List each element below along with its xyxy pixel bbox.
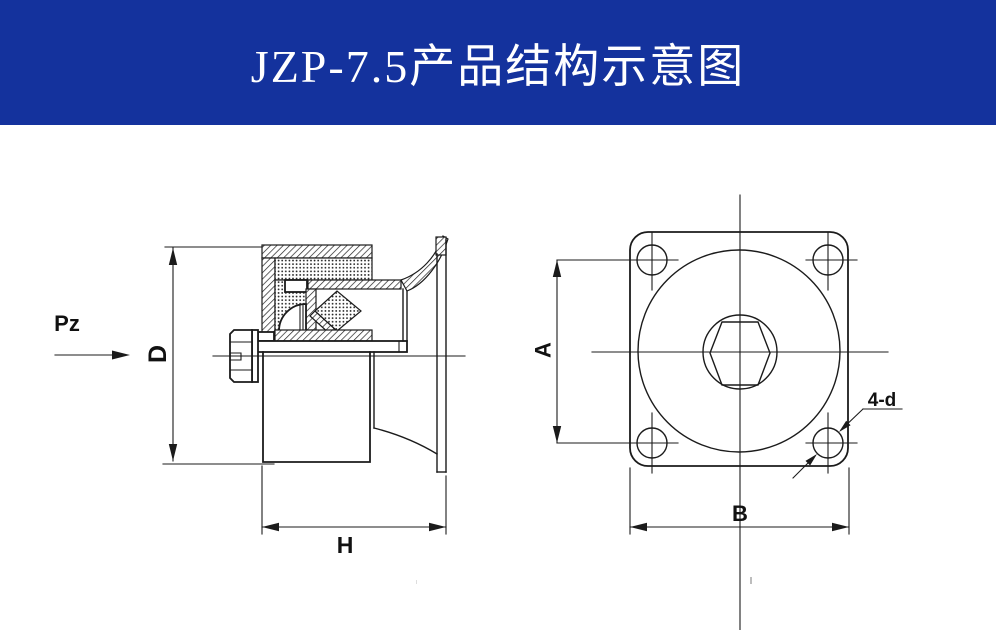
scan-artifact [416, 580, 417, 584]
bell-top-wall [400, 235, 449, 292]
d-label: D [144, 345, 172, 363]
housing-left-wall [261, 257, 276, 334]
title-banner: JZP-7.5产品结构示意图 [0, 0, 996, 125]
bell-horn [373, 235, 449, 473]
front-view: A B 4-d [531, 194, 903, 630]
hole-callout: 4-d [792, 390, 903, 479]
cup-body [262, 351, 371, 463]
structure-diagram-svg: Pz [54, 194, 903, 630]
rubber-diamond [314, 290, 362, 332]
rubber-block-upper [274, 257, 373, 281]
pz-label: Pz [54, 311, 80, 336]
dimension-B: B [629, 467, 850, 535]
page-title: JZP-7.5产品结构示意图 [250, 40, 746, 92]
technical-drawing: Pz [0, 125, 996, 630]
housing-top-wall [261, 244, 373, 259]
b-label: B [732, 501, 748, 526]
dimension-A: A [531, 259, 562, 444]
four-d-label: 4-d [868, 390, 897, 411]
mounting-plate [251, 340, 408, 353]
flange-square [629, 231, 849, 467]
bolt-holes [556, 232, 858, 474]
bolt-seat [257, 331, 275, 342]
bell-bottom-curve [373, 427, 438, 455]
bell-rim-section [435, 236, 447, 256]
dimension-H: H [261, 465, 447, 558]
body-circle [637, 249, 841, 453]
h-label: H [337, 532, 354, 558]
pz-force-arrow: Pz [54, 311, 130, 360]
base-bar [274, 329, 373, 342]
dimension-D: D [144, 246, 275, 465]
side-section-view: Pz [54, 235, 466, 558]
scan-artifact [750, 577, 752, 584]
a-label: A [531, 342, 556, 358]
hex-socket [709, 321, 771, 386]
inner-slot [284, 279, 308, 293]
support-arm [307, 279, 402, 290]
inner-post [305, 288, 317, 331]
